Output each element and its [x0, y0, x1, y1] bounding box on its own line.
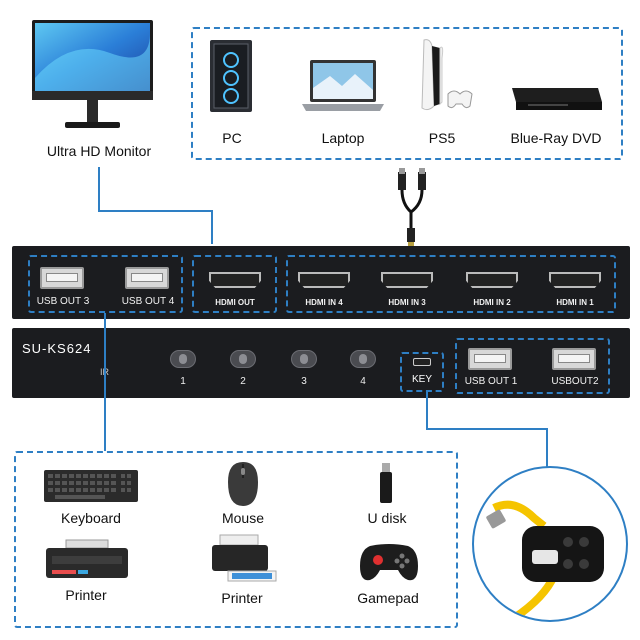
scanner-printer-icon [208, 533, 280, 590]
peripheral-label-printer-2: Printer [221, 590, 263, 606]
key-label: KEY [411, 374, 432, 385]
inkjet-printer-icon [44, 538, 130, 587]
gamepad-icon [358, 542, 420, 589]
rear-usb-group [28, 255, 183, 313]
monitor-icon [32, 20, 153, 128]
port-label-hdmi-in-1: HDMI IN 1 [556, 298, 594, 307]
monitor-connector-vertical [98, 167, 100, 212]
source-label-dvd: Blue-Ray DVD [510, 130, 602, 146]
switch-button-4[interactable] [350, 350, 376, 368]
usb-out-4-port[interactable] [125, 267, 169, 289]
peripheral-label-udisk: U disk [367, 510, 407, 526]
remote-circle [472, 466, 628, 622]
port-label-hdmi-out: HDMI OUT [215, 298, 255, 307]
hdmi-in-2-port[interactable] [466, 272, 518, 288]
usb-connector-vertical [104, 313, 106, 451]
port-label-usb-out-2: USBOUT2 [551, 376, 599, 387]
monitor [30, 18, 155, 133]
model-label: SU-KS624 [22, 341, 92, 356]
port-label-hdmi-in-4: HDMI IN 4 [305, 298, 343, 307]
port-label-usb-out-3: USB OUT 3 [36, 296, 90, 307]
switch-button-label-1: 1 [180, 376, 186, 387]
key-connector-vertical [426, 392, 428, 430]
switch-button-1[interactable] [170, 350, 196, 368]
port-label-usb-out-4: USB OUT 4 [121, 296, 175, 307]
rear-hdmi-out-group [192, 255, 277, 313]
hdmi-in-3-port[interactable] [381, 272, 433, 288]
source-label-laptop: Laptop [321, 130, 365, 146]
switch-button-label-2: 2 [240, 376, 246, 387]
usb-out-3-port[interactable] [40, 267, 84, 289]
hdmi-out-port[interactable] [209, 272, 261, 288]
usb-y-cable-icon [388, 168, 434, 253]
key-port-group [400, 352, 444, 392]
monitor-connector-horizontal [98, 210, 213, 212]
sources-box [191, 27, 623, 160]
pc-tower-icon [208, 38, 254, 119]
key-port[interactable] [413, 358, 431, 366]
usb-out-2-port[interactable] [552, 348, 596, 370]
key-connector-down [546, 428, 548, 468]
console-icon [414, 38, 474, 119]
key-connector-horizontal [426, 428, 548, 430]
port-label-hdmi-in-2: HDMI IN 2 [473, 298, 511, 307]
switch-button-label-4: 4 [360, 376, 366, 387]
usb-out-1-port[interactable] [468, 348, 512, 370]
mouse-icon [226, 460, 260, 513]
monitor-label: Ultra HD Monitor [46, 143, 152, 159]
peripheral-label-keyboard: Keyboard [61, 510, 121, 526]
monitor-connector-down [211, 210, 213, 244]
keyboard-icon [43, 466, 139, 509]
hdmi-in-1-port[interactable] [549, 272, 601, 288]
switch-button-2[interactable] [230, 350, 256, 368]
dvd-player-icon [508, 80, 604, 119]
source-label-pc: PC [222, 130, 242, 146]
port-label-hdmi-in-3: HDMI IN 3 [388, 298, 426, 307]
laptop-icon [300, 58, 386, 119]
peripheral-label-gamepad: Gamepad [357, 590, 419, 606]
usb-drive-icon [378, 463, 394, 510]
source-label-ps5: PS5 [428, 130, 456, 146]
hdmi-in-4-port[interactable] [298, 272, 350, 288]
port-label-usb-out-1: USB OUT 1 [464, 376, 518, 387]
peripheral-label-mouse: Mouse [221, 510, 265, 526]
peripherals-box [14, 451, 458, 628]
peripheral-label-printer-1: Printer [65, 587, 107, 603]
switch-button-3[interactable] [291, 350, 317, 368]
switch-button-label-3: 3 [301, 376, 307, 387]
rear-hdmi-in-group [286, 255, 616, 313]
front-usb-group [455, 338, 610, 394]
wired-remote-icon [486, 500, 604, 620]
